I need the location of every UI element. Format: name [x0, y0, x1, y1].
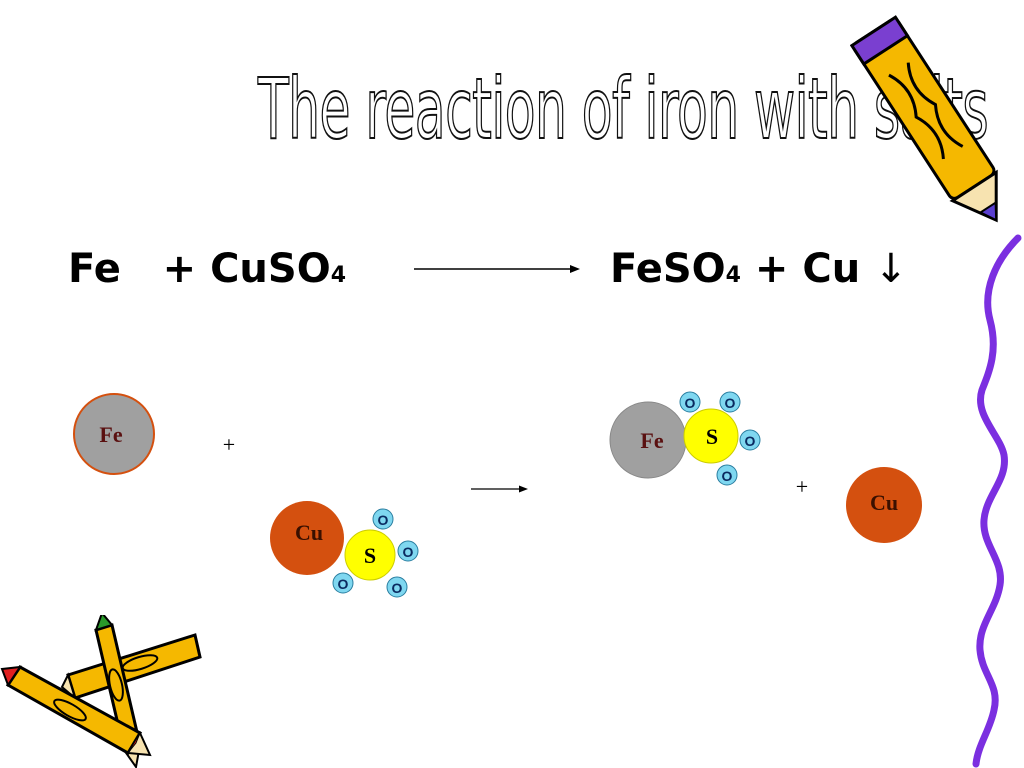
pencil-icon [850, 15, 998, 223]
svg-text:O: O [392, 580, 403, 596]
equation-reactants: Fe + CuSO4 [68, 246, 346, 306]
precipitate-arrow-icon: ↓ [874, 246, 908, 292]
svg-text:O: O [725, 395, 736, 411]
equation-products: FeSO4 + Cu ↓ [610, 246, 908, 306]
svg-text:S: S [364, 543, 376, 568]
cu-atom: Cu [846, 467, 922, 543]
reactant-fe: Fe [68, 246, 121, 292]
svg-text:Fe: Fe [640, 428, 663, 453]
subscript-4: 4 [330, 263, 347, 288]
product-cu: Cu [802, 246, 861, 292]
svg-text:Cu: Cu [295, 520, 323, 545]
reaction-arrow-icon [471, 485, 528, 493]
plus-sign: + [754, 246, 789, 292]
subscript-4: 4 [725, 263, 741, 288]
cuso4-molecule: Cu S O O O O [270, 501, 419, 598]
svg-text:O: O [338, 576, 349, 592]
svg-text:Fe: Fe [99, 422, 122, 447]
svg-text:O: O [722, 468, 733, 484]
svg-text:Cu: Cu [870, 490, 898, 515]
plus-sign: + [223, 432, 235, 457]
reaction-arrow-icon [414, 265, 580, 273]
svg-text:S: S [706, 424, 718, 449]
wavy-border [972, 234, 1022, 768]
feso4-molecule: Fe S O O O O [609, 391, 761, 486]
svg-text:O: O [378, 512, 389, 528]
plus-sign: + [796, 474, 808, 499]
svg-text:O: O [745, 433, 756, 449]
reactant-cuso4: CuSO [210, 246, 331, 292]
plus-sign: + [162, 246, 197, 292]
product-feso4: FeSO [610, 246, 726, 292]
svg-text:O: O [685, 395, 696, 411]
fe-atom: Fe [73, 393, 155, 475]
crossed-pencils-icon [0, 615, 202, 768]
svg-text:O: O [403, 544, 414, 560]
